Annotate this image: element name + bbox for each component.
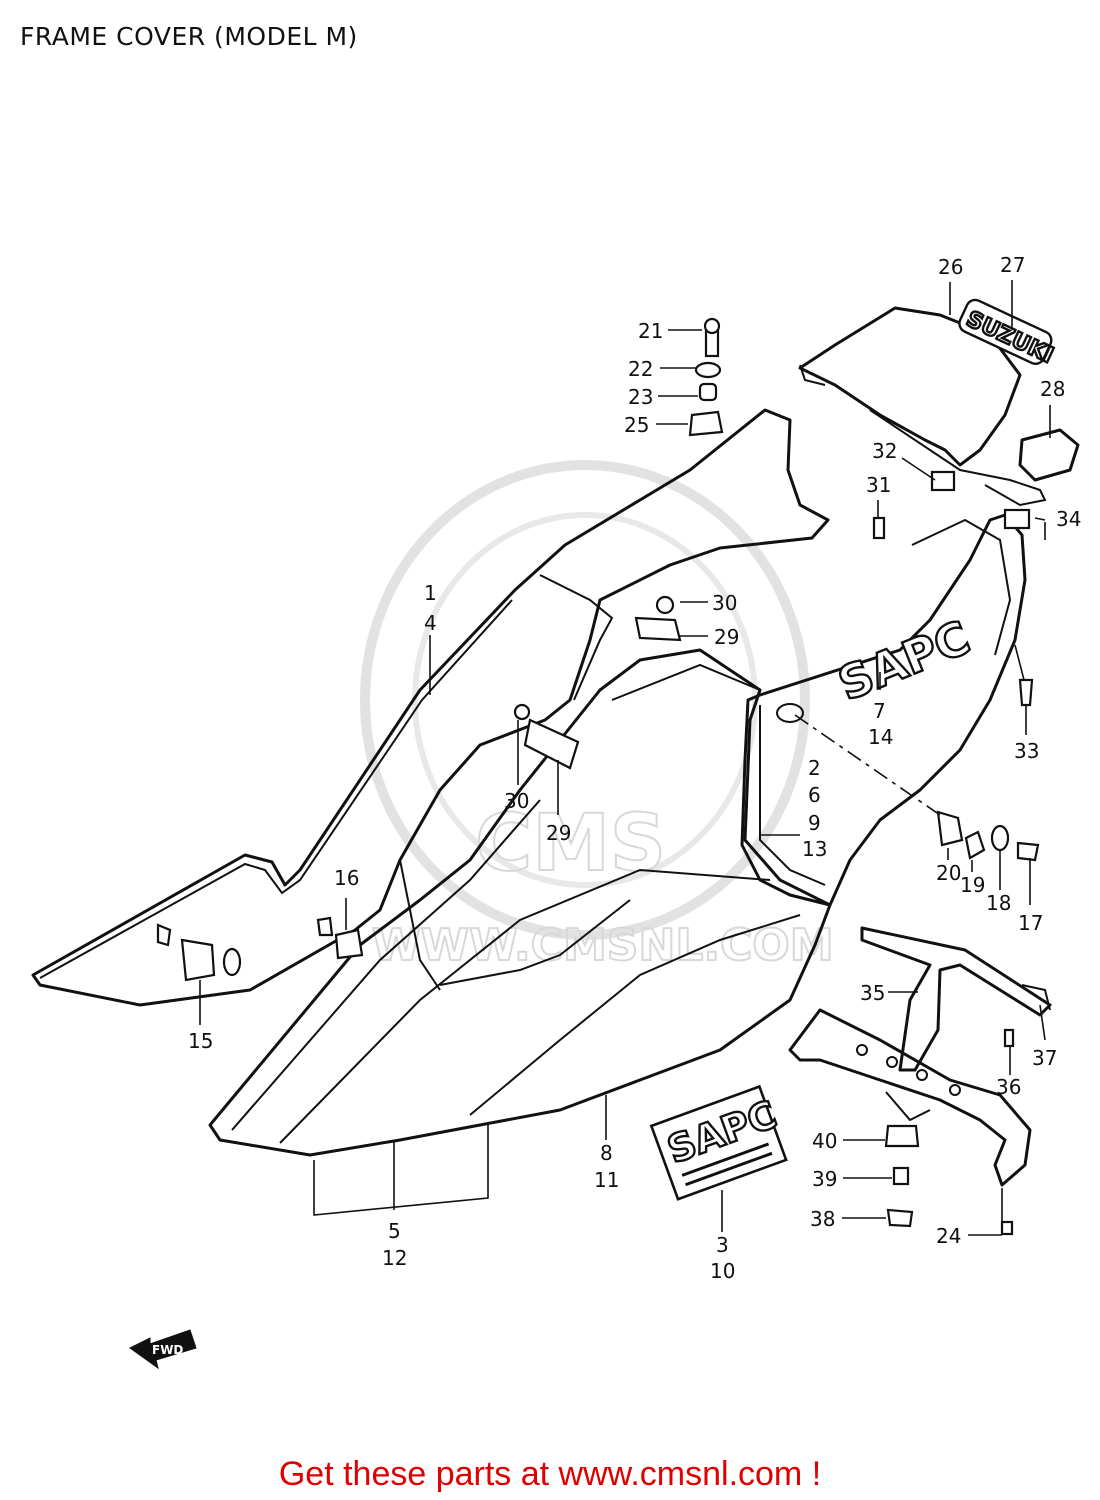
callout-28: 28 bbox=[1040, 377, 1065, 401]
callout-32: 32 bbox=[872, 439, 897, 463]
page-title: FRAME COVER (MODEL M) bbox=[20, 22, 358, 51]
sapc-side-emblem: SAPC bbox=[830, 609, 979, 712]
callout-1: 1 bbox=[424, 581, 437, 605]
watermark-url-text: WWW.CMSNL.COM bbox=[372, 920, 834, 971]
callout-29-upper: 29 bbox=[714, 625, 739, 649]
callout-25: 25 bbox=[624, 413, 649, 437]
callout-30-lower: 30 bbox=[504, 789, 529, 813]
callout-37: 37 bbox=[1032, 1046, 1057, 1070]
callout-10: 10 bbox=[710, 1259, 735, 1283]
callout-7: 7 bbox=[873, 699, 886, 723]
promo-link[interactable]: Get these parts at www.cmsnl.com ! bbox=[278, 1455, 822, 1493]
callout-12: 12 bbox=[382, 1246, 407, 1270]
callout-9: 9 bbox=[808, 811, 821, 835]
fwd-arrow: FWD bbox=[129, 1329, 197, 1370]
cmsnl-watermark: CMS WWW.CMSNL.COM bbox=[360, 460, 835, 972]
callout-14: 14 bbox=[868, 725, 893, 749]
callout-19: 19 bbox=[960, 873, 985, 897]
callout-35: 35 bbox=[860, 981, 885, 1005]
rear-tail-cover bbox=[798, 306, 1047, 507]
sapc-decal: SAPC bbox=[649, 1084, 788, 1201]
callout-18: 18 bbox=[986, 891, 1011, 915]
callout-4: 4 bbox=[424, 611, 437, 635]
callout-31: 31 bbox=[866, 473, 891, 497]
callout-33: 33 bbox=[1014, 739, 1039, 763]
rear-bracket bbox=[788, 926, 1052, 1187]
callout-13: 13 bbox=[802, 837, 827, 861]
watermark-logo-text: CMS bbox=[475, 799, 666, 889]
callout-16: 16 bbox=[334, 866, 359, 890]
callout-8: 8 bbox=[600, 1141, 613, 1165]
callout-5: 5 bbox=[388, 1219, 401, 1243]
callout-20: 20 bbox=[936, 861, 961, 885]
callout-39: 39 bbox=[812, 1167, 837, 1191]
sapc-side-emblem-text: SAPC bbox=[831, 610, 978, 711]
callout-26: 26 bbox=[938, 255, 963, 279]
callout-38: 38 bbox=[810, 1207, 835, 1231]
callout-21: 21 bbox=[638, 319, 663, 343]
callout-22: 22 bbox=[628, 357, 653, 381]
rubber-pad bbox=[1018, 428, 1080, 482]
callout-36: 36 bbox=[996, 1075, 1021, 1099]
callout-labels: 21 22 23 25 26 27 28 32 31 34 1 4 30 29 … bbox=[188, 253, 1081, 1283]
callout-6: 6 bbox=[808, 783, 821, 807]
callout-27: 27 bbox=[1000, 253, 1025, 277]
callout-29-lower: 29 bbox=[546, 821, 571, 845]
callout-11: 11 bbox=[594, 1168, 619, 1192]
callout-40: 40 bbox=[812, 1129, 837, 1153]
callout-3: 3 bbox=[716, 1233, 729, 1257]
hardware-items bbox=[156, 317, 1040, 1236]
callout-23: 23 bbox=[628, 385, 653, 409]
callout-24: 24 bbox=[936, 1224, 961, 1248]
callout-17: 17 bbox=[1018, 911, 1043, 935]
leader-lines bbox=[199, 280, 1051, 1236]
frame-cover-assembly bbox=[31, 408, 1027, 1157]
callout-34: 34 bbox=[1056, 507, 1081, 531]
callout-2: 2 bbox=[808, 756, 821, 780]
callout-15: 15 bbox=[188, 1029, 213, 1053]
callout-30-upper: 30 bbox=[712, 591, 737, 615]
fwd-label: FWD bbox=[152, 1343, 183, 1357]
